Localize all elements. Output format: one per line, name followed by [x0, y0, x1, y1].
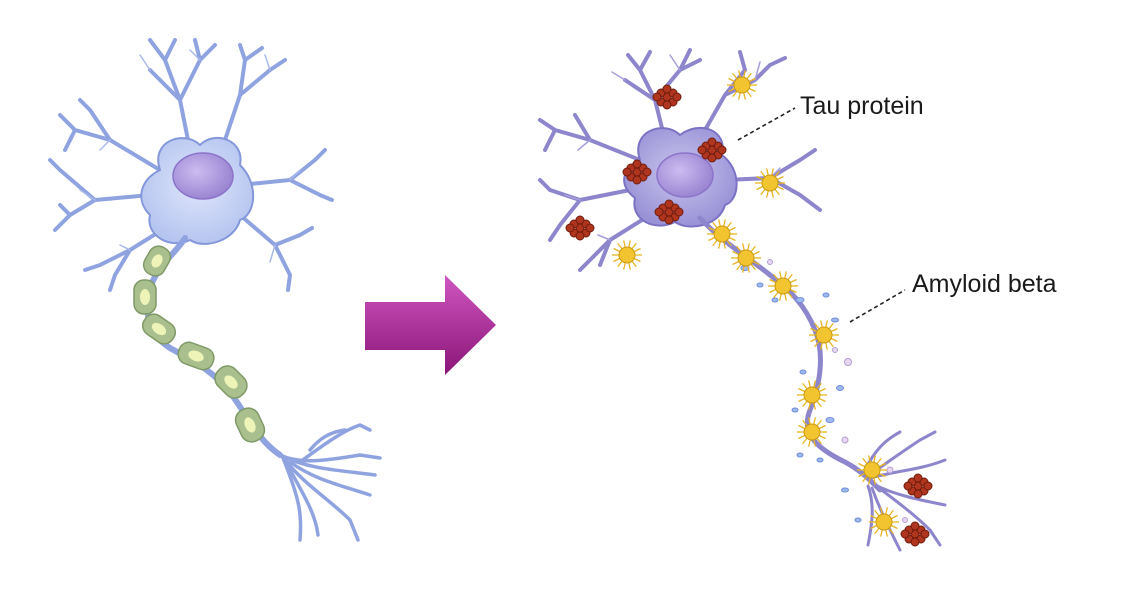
myelin-sheaths	[133, 245, 266, 443]
healthy-axon-terminals	[278, 423, 382, 542]
amyloid-plaque	[755, 168, 785, 198]
amyloid-plaque	[857, 455, 887, 485]
tau-cluster	[565, 215, 595, 241]
tau-leader-line	[737, 107, 796, 141]
damaged-axon	[697, 215, 883, 493]
amyloid-plaques	[612, 70, 899, 537]
axon-fragments	[740, 265, 862, 523]
tau-cluster	[622, 159, 652, 185]
amyloid-plaque	[869, 507, 899, 537]
amyloid-beta-label: Amyloid beta	[912, 270, 1057, 298]
tau-cluster	[654, 199, 684, 225]
tau-cluster	[900, 521, 930, 547]
amyloid-plaque	[731, 243, 761, 273]
healthy-nucleus	[172, 152, 234, 200]
amyloid-plaque	[797, 380, 827, 410]
tau-cluster	[903, 473, 933, 499]
amyloid-plaque	[612, 240, 642, 270]
tau-protein-label: Tau protein	[800, 92, 924, 120]
amyloid-leader-line	[849, 289, 906, 323]
tau-cluster	[697, 137, 727, 163]
amyloid-plaque	[797, 417, 827, 447]
transition-arrow	[365, 275, 496, 375]
amyloid-plaque	[707, 219, 737, 249]
tau-cluster	[652, 84, 682, 110]
damaged-neuron	[538, 48, 947, 552]
healthy-neuron	[48, 38, 382, 542]
amyloid-plaque	[768, 271, 798, 301]
tau-tangles	[565, 84, 933, 547]
damaged-nucleus	[656, 152, 714, 198]
damaged-fine-branches	[564, 54, 781, 241]
vesicles	[767, 259, 908, 523]
amyloid-plaque	[809, 320, 839, 350]
healthy-fine-branches	[79, 49, 301, 263]
amyloid-plaque	[727, 70, 757, 100]
